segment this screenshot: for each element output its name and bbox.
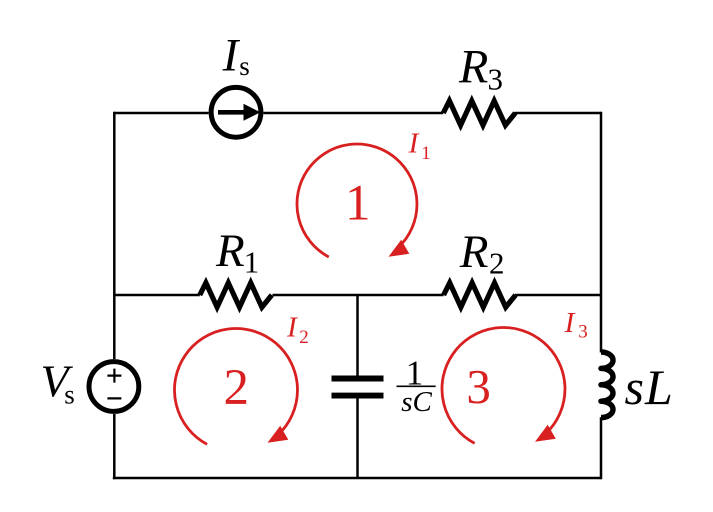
svg-text:2: 2 [489, 246, 505, 281]
svg-text:R: R [458, 41, 488, 94]
svg-text:I: I [564, 307, 576, 339]
svg-text:1: 1 [421, 143, 431, 164]
svg-text:3: 3 [578, 322, 588, 343]
svg-text:R: R [215, 225, 245, 277]
svg-text:2: 2 [223, 360, 249, 416]
svg-text:s: s [625, 359, 644, 415]
svg-text:I: I [286, 312, 298, 344]
svg-text:L: L [644, 359, 673, 415]
svg-text:I: I [408, 128, 420, 160]
svg-text:s: s [64, 380, 75, 410]
svg-text:3: 3 [466, 359, 491, 414]
svg-text:V: V [40, 356, 73, 407]
svg-text:1: 1 [244, 245, 260, 280]
svg-text:s: s [239, 51, 250, 81]
svg-text:I: I [222, 29, 241, 81]
svg-text:3: 3 [488, 62, 504, 97]
svg-text:1: 1 [345, 176, 371, 232]
svg-text:2: 2 [299, 327, 309, 348]
svg-text:sC: sC [401, 386, 432, 418]
svg-text:R: R [459, 226, 489, 278]
svg-text:1: 1 [406, 353, 424, 392]
